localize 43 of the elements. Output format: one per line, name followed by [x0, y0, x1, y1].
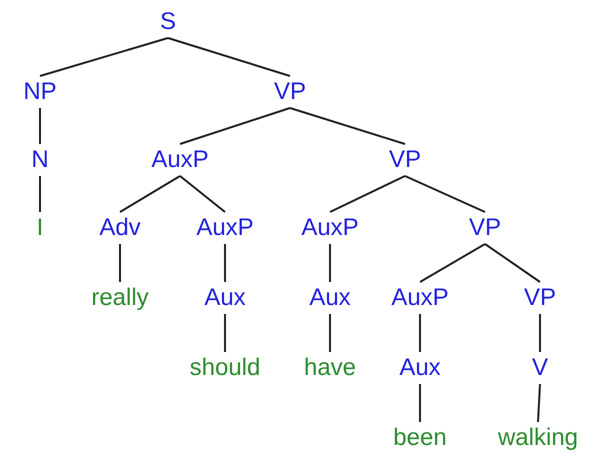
tree-branch — [224, 314, 226, 352]
tree-branch — [179, 175, 226, 213]
tree-branch — [420, 243, 486, 283]
tree-branch — [419, 314, 421, 352]
category-label: VP — [389, 146, 421, 174]
category-label: AuxP — [391, 284, 449, 312]
category-label: VP — [469, 214, 501, 242]
tree-branch — [39, 176, 41, 212]
category-label: V — [532, 354, 548, 382]
tree-branch — [180, 107, 290, 145]
tree-branch — [329, 314, 331, 352]
category-label: Adv — [99, 214, 141, 242]
category-label: N — [31, 146, 49, 174]
tree-branch — [484, 243, 541, 283]
word-label: have — [304, 354, 356, 382]
word-label: walking — [498, 424, 578, 452]
tree-branch — [537, 384, 541, 422]
tree-branch — [330, 175, 406, 213]
tree-branch — [290, 107, 406, 145]
tree-branch — [329, 244, 331, 282]
word-label: I — [36, 214, 44, 242]
word-label: should — [190, 354, 260, 382]
tree-branch — [419, 384, 421, 422]
category-label: AuxP — [196, 214, 254, 242]
category-label: VP — [274, 78, 306, 106]
tree-branch — [168, 37, 290, 77]
category-label: Aux — [399, 354, 441, 382]
category-label: VP — [524, 284, 556, 312]
category-label: AuxP — [151, 146, 209, 174]
word-label: been — [393, 424, 447, 452]
tree-branch — [404, 175, 486, 213]
tree-branch — [539, 314, 541, 352]
tree-branch — [119, 175, 181, 213]
category-label: Aux — [204, 284, 246, 312]
tree-branch — [119, 244, 121, 282]
tree-branch — [224, 244, 226, 282]
tree-branch — [39, 108, 41, 144]
category-label: S — [160, 8, 176, 36]
word-label: really — [91, 284, 149, 312]
tree-branch — [40, 37, 168, 77]
category-label: Aux — [309, 284, 351, 312]
category-label: NP — [23, 78, 57, 106]
category-label: AuxP — [301, 214, 359, 242]
